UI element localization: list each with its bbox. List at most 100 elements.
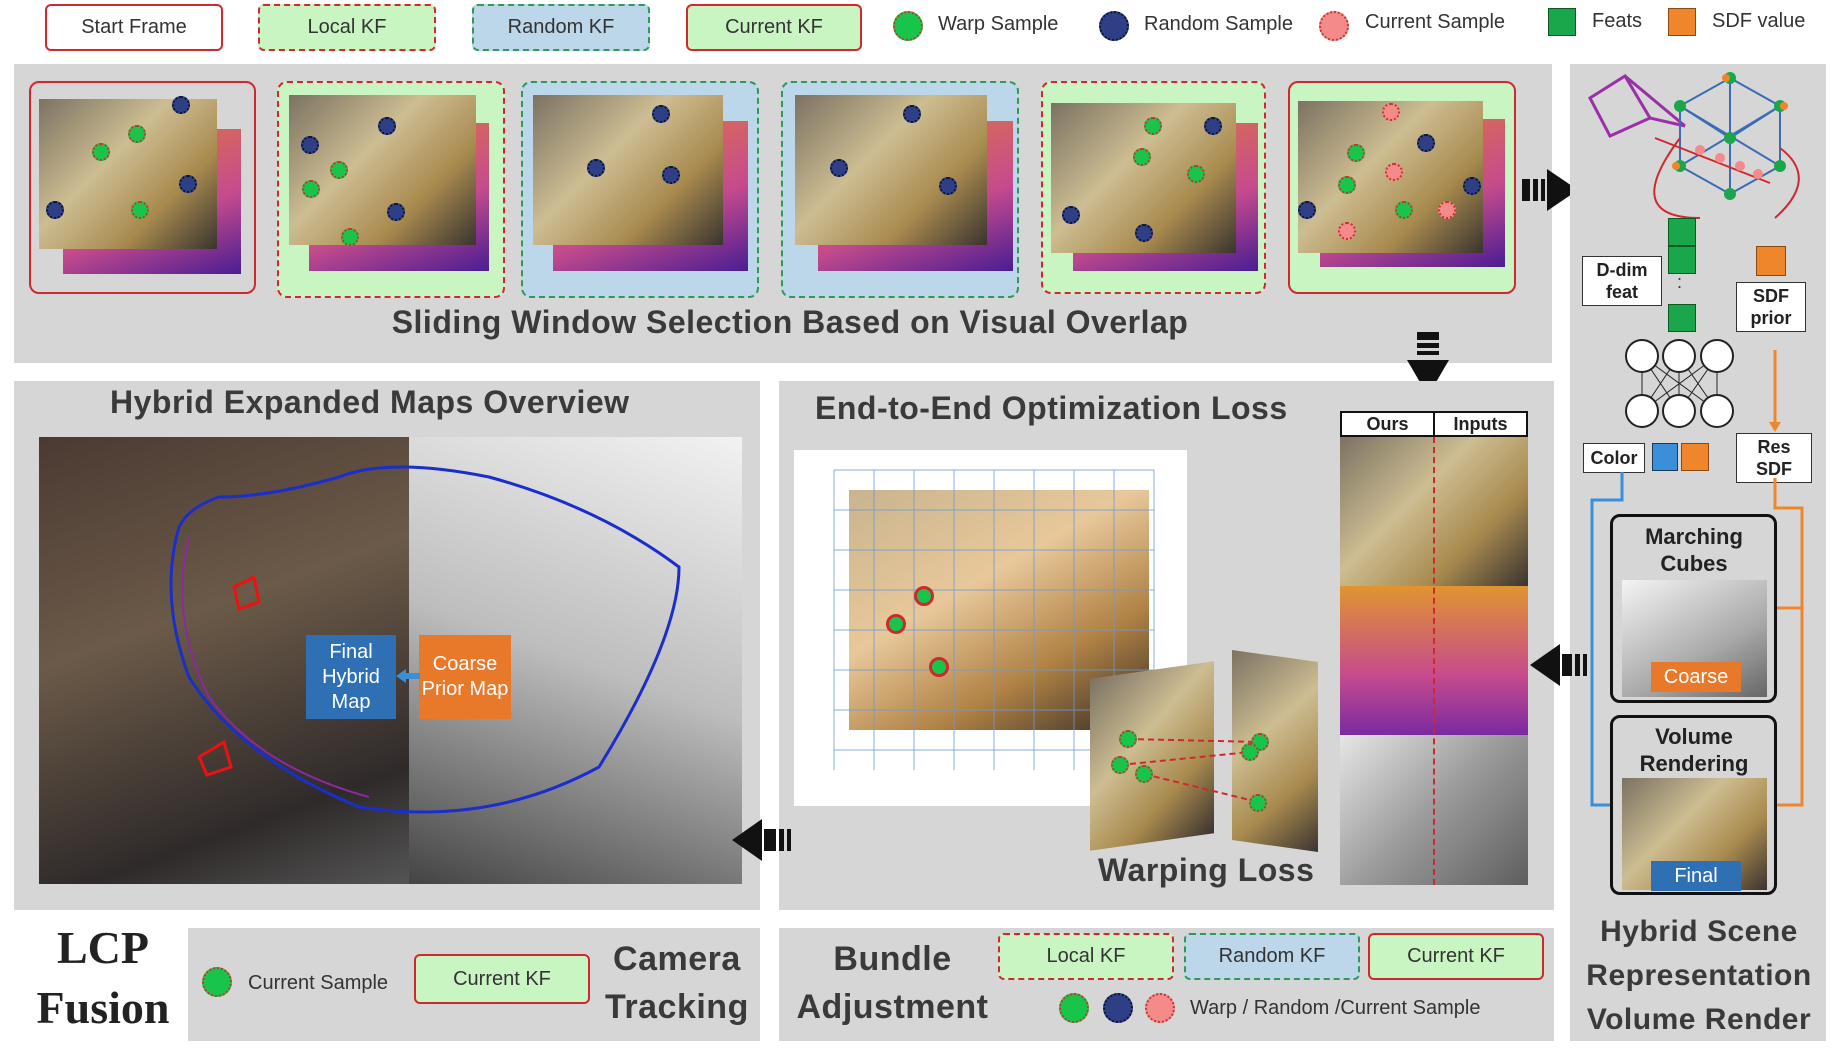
legend-current-kf: Current KF [686, 4, 862, 51]
res-sdf-label: Res SDF [1736, 433, 1812, 483]
random-sample-icon [1099, 11, 1129, 41]
arrow-right-icon [1522, 169, 1578, 211]
warp-sample-icon [914, 586, 934, 606]
legend-feats: Feats [1592, 10, 1643, 32]
ours-label: Ours [1342, 413, 1435, 435]
warp-sample-icon [341, 228, 359, 246]
bundle-adjustment-title: Bundle Adjustment [790, 935, 995, 1031]
legend-local-kf-label: Local KF [307, 16, 387, 38]
random-sample-icon [172, 96, 190, 114]
feat-cell [1668, 218, 1696, 246]
current-sample-icon [1145, 993, 1175, 1023]
feat-cell [1668, 246, 1696, 274]
comparison-header: Ours Inputs [1340, 411, 1528, 437]
inputs-label: Inputs [1453, 414, 1508, 434]
voxel-grid-lines [833, 469, 1155, 770]
random-sample-icon [1417, 134, 1435, 152]
legend-sdf-value: SDF value [1712, 10, 1806, 32]
random-sample-icon [903, 105, 921, 123]
local-kf-box-2 [1041, 81, 1266, 294]
sdf-output-cell [1681, 443, 1709, 471]
ba-random-kf-box: Random KF [1184, 933, 1360, 980]
random-kf-box-1 [521, 81, 759, 298]
warp-sample-icon [128, 125, 146, 143]
warp-sample-icon [1187, 165, 1205, 183]
ba-random-kf-label: Random KF [1218, 945, 1326, 967]
camera-tracking-title: Camera Tracking [605, 935, 749, 1031]
random-sample-icon [1062, 206, 1080, 224]
coarse-badge: Coarse [1651, 662, 1741, 692]
caption-line-3: Volume Render [1586, 1003, 1812, 1036]
legend-random-kf: Random KF [472, 4, 650, 51]
random-sample-icon [301, 136, 319, 154]
lcp-line-1: LCP [57, 922, 149, 973]
legend-start-frame: Start Frame [45, 4, 223, 51]
warp-sample-icon [1111, 756, 1129, 774]
color-label: Color [1583, 443, 1645, 473]
random-sample-icon [1463, 177, 1481, 195]
random-sample-icon [830, 159, 848, 177]
camera-current-sample-label: Current Sample [248, 972, 389, 994]
warp-sample-icon [131, 201, 149, 219]
arrow-left-icon [732, 819, 791, 861]
ba-local-kf-box: Local KF [998, 933, 1174, 980]
arrow-left-icon [1530, 644, 1587, 686]
legend-warp-sample: Warp Sample [938, 13, 1059, 35]
current-sample-icon [1385, 163, 1403, 181]
coarse-prior-map-badge: Coarse Prior Map [419, 635, 511, 719]
random-sample-icon [387, 203, 405, 221]
warp-sample-icon [92, 143, 110, 161]
legend-current-sample: Current Sample [1365, 11, 1506, 33]
trajectory-overlay [169, 465, 681, 814]
random-sample-icon [662, 166, 680, 184]
lcp-fusion-title: LCP Fusion [28, 918, 178, 1038]
ba-sample-legend: Warp / Random /Current Sample [1190, 997, 1481, 1019]
warp-sample-icon [1144, 117, 1162, 135]
final-hybrid-map-badge: Final Hybrid Map [306, 635, 396, 719]
random-sample-icon [1103, 993, 1133, 1023]
random-sample-icon [652, 105, 670, 123]
legend-random-kf-label: Random KF [507, 16, 615, 38]
legend-random-sample: Random Sample [1144, 13, 1293, 35]
warp-sample-icon [1059, 993, 1089, 1023]
legend-start-frame-label: Start Frame [81, 16, 187, 38]
warp-sample-icon [1135, 765, 1153, 783]
feats-icon [1548, 8, 1576, 36]
warp-sample-icon [1119, 730, 1137, 748]
current-kf-box [1288, 81, 1516, 294]
e2e-title: End-to-End Optimization Loss [815, 390, 1288, 426]
final-badge: Final [1651, 861, 1741, 891]
tracking-line: Tracking [605, 988, 749, 1026]
comparison-divider [1433, 437, 1435, 885]
feature-grid-diagram [1588, 72, 1800, 219]
feat-ellipsis: : [1677, 272, 1683, 292]
warp-sample-icon [330, 161, 348, 179]
current-sample-icon [1382, 103, 1400, 121]
sliding-window-title: Sliding Window Selection Based on Visual… [391, 304, 1189, 340]
caption-line-2: Representation [1586, 959, 1812, 992]
random-sample-icon [378, 117, 396, 135]
rgb-image [533, 95, 723, 245]
warp-sample-icon [1338, 176, 1356, 194]
warping-loss-label: Warping Loss [1098, 852, 1315, 888]
marching-cubes-label: Marching Cubes [1645, 524, 1743, 576]
warp-sample-icon [893, 11, 923, 41]
d-dim-feat-label: D-dim feat [1582, 256, 1662, 306]
camera-current-kf-box: Current KF [414, 954, 590, 1004]
lcp-line-2: Fusion [36, 982, 170, 1033]
random-sample-icon [939, 177, 957, 195]
feat-cell [1668, 304, 1696, 332]
rgb-image [39, 99, 217, 249]
legend-current-kf-label: Current KF [725, 16, 823, 38]
arrow-left-icon [396, 669, 420, 683]
random-sample-icon [1135, 224, 1153, 242]
marching-cubes-box: Marching Cubes Coarse [1610, 514, 1777, 703]
random-sample-icon [587, 159, 605, 177]
sdf-cell [1756, 246, 1786, 276]
warp-correspondences [1119, 738, 1261, 803]
warp-sample-icon [1347, 144, 1365, 162]
volume-rendering-box: Volume Rendering Final [1610, 715, 1777, 895]
legend-local-kf: Local KF [258, 4, 436, 51]
warp-sample-icon [1395, 201, 1413, 219]
warp-sample-icon [1241, 743, 1259, 761]
